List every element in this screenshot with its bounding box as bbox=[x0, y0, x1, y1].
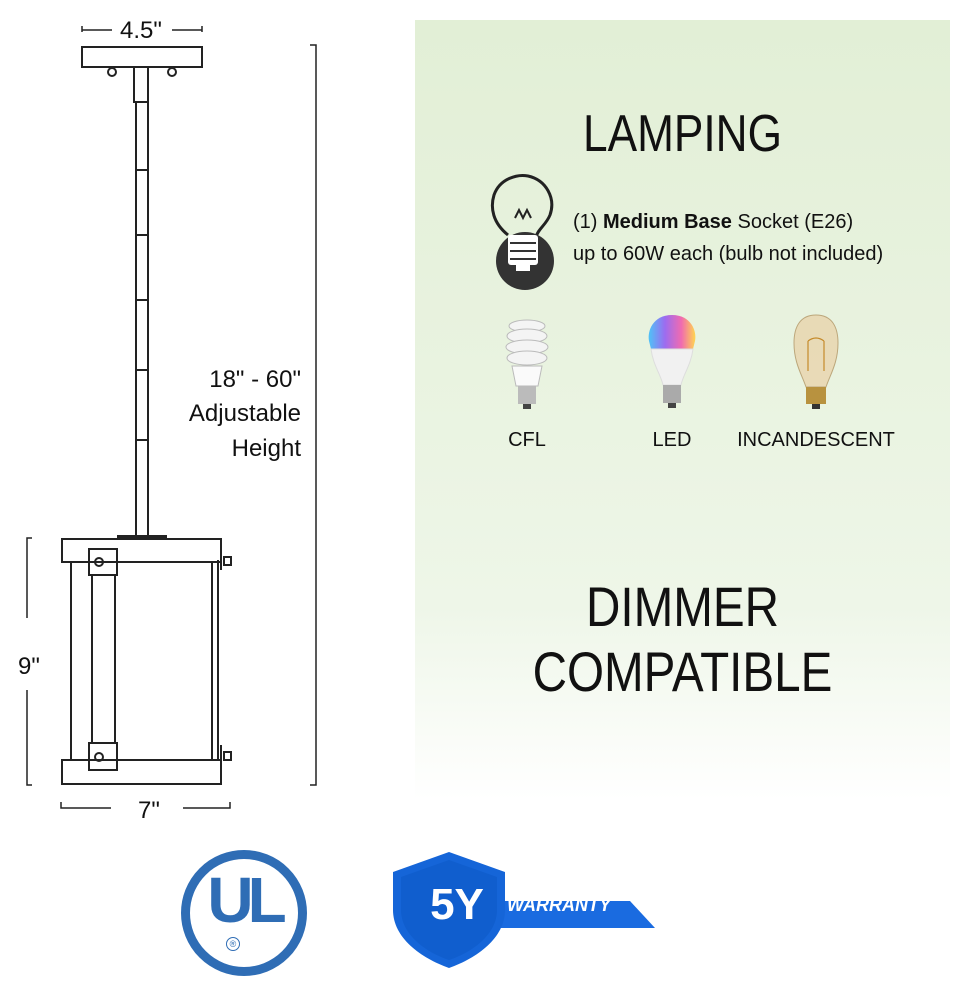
socket-code: Socket (E26) bbox=[731, 211, 854, 233]
dimmer-title-line2: COMPATIBLE bbox=[532, 640, 833, 703]
bulb-label-cfl: CFL bbox=[508, 429, 546, 451]
lamping-title: LAMPING bbox=[583, 105, 782, 163]
shade-width-label: 7" bbox=[138, 797, 160, 824]
canopy-width-label: 4.5" bbox=[120, 17, 162, 44]
socket-spec: (1) Medium Base Socket (E26) bbox=[573, 210, 853, 234]
height-range-label: 18" - 60" bbox=[209, 366, 301, 393]
cfl-bulb-icon bbox=[505, 319, 549, 409]
registered-mark-icon: ® bbox=[226, 937, 240, 951]
height-label: Height bbox=[231, 435, 301, 462]
bulb-label-incandescent: INCANDESCENT bbox=[737, 429, 895, 451]
warranty-badge bbox=[393, 852, 655, 968]
bulb-icon bbox=[490, 174, 554, 290]
ul-certification-logo: UL ® bbox=[181, 850, 307, 976]
socket-count: (1) bbox=[573, 211, 603, 233]
warranty-label: WARRANTY bbox=[507, 895, 611, 915]
warranty-years: 5Y bbox=[430, 880, 484, 929]
shade-height-label: 9" bbox=[18, 653, 40, 680]
adjustable-label: Adjustable bbox=[188, 400, 301, 427]
ul-logo-text: UL bbox=[207, 864, 286, 936]
socket-base-type: Medium Base bbox=[603, 211, 732, 233]
wattage-spec: up to 60W each (bulb not included) bbox=[573, 243, 884, 265]
fixture-line-drawing bbox=[26, 26, 317, 809]
dimmer-title-line1: DIMMER bbox=[585, 575, 780, 638]
incandescent-bulb-icon bbox=[793, 314, 839, 409]
lamping-info-panel bbox=[415, 20, 950, 800]
led-bulb-icon bbox=[648, 315, 696, 408]
bulb-label-led: LED bbox=[652, 429, 692, 451]
